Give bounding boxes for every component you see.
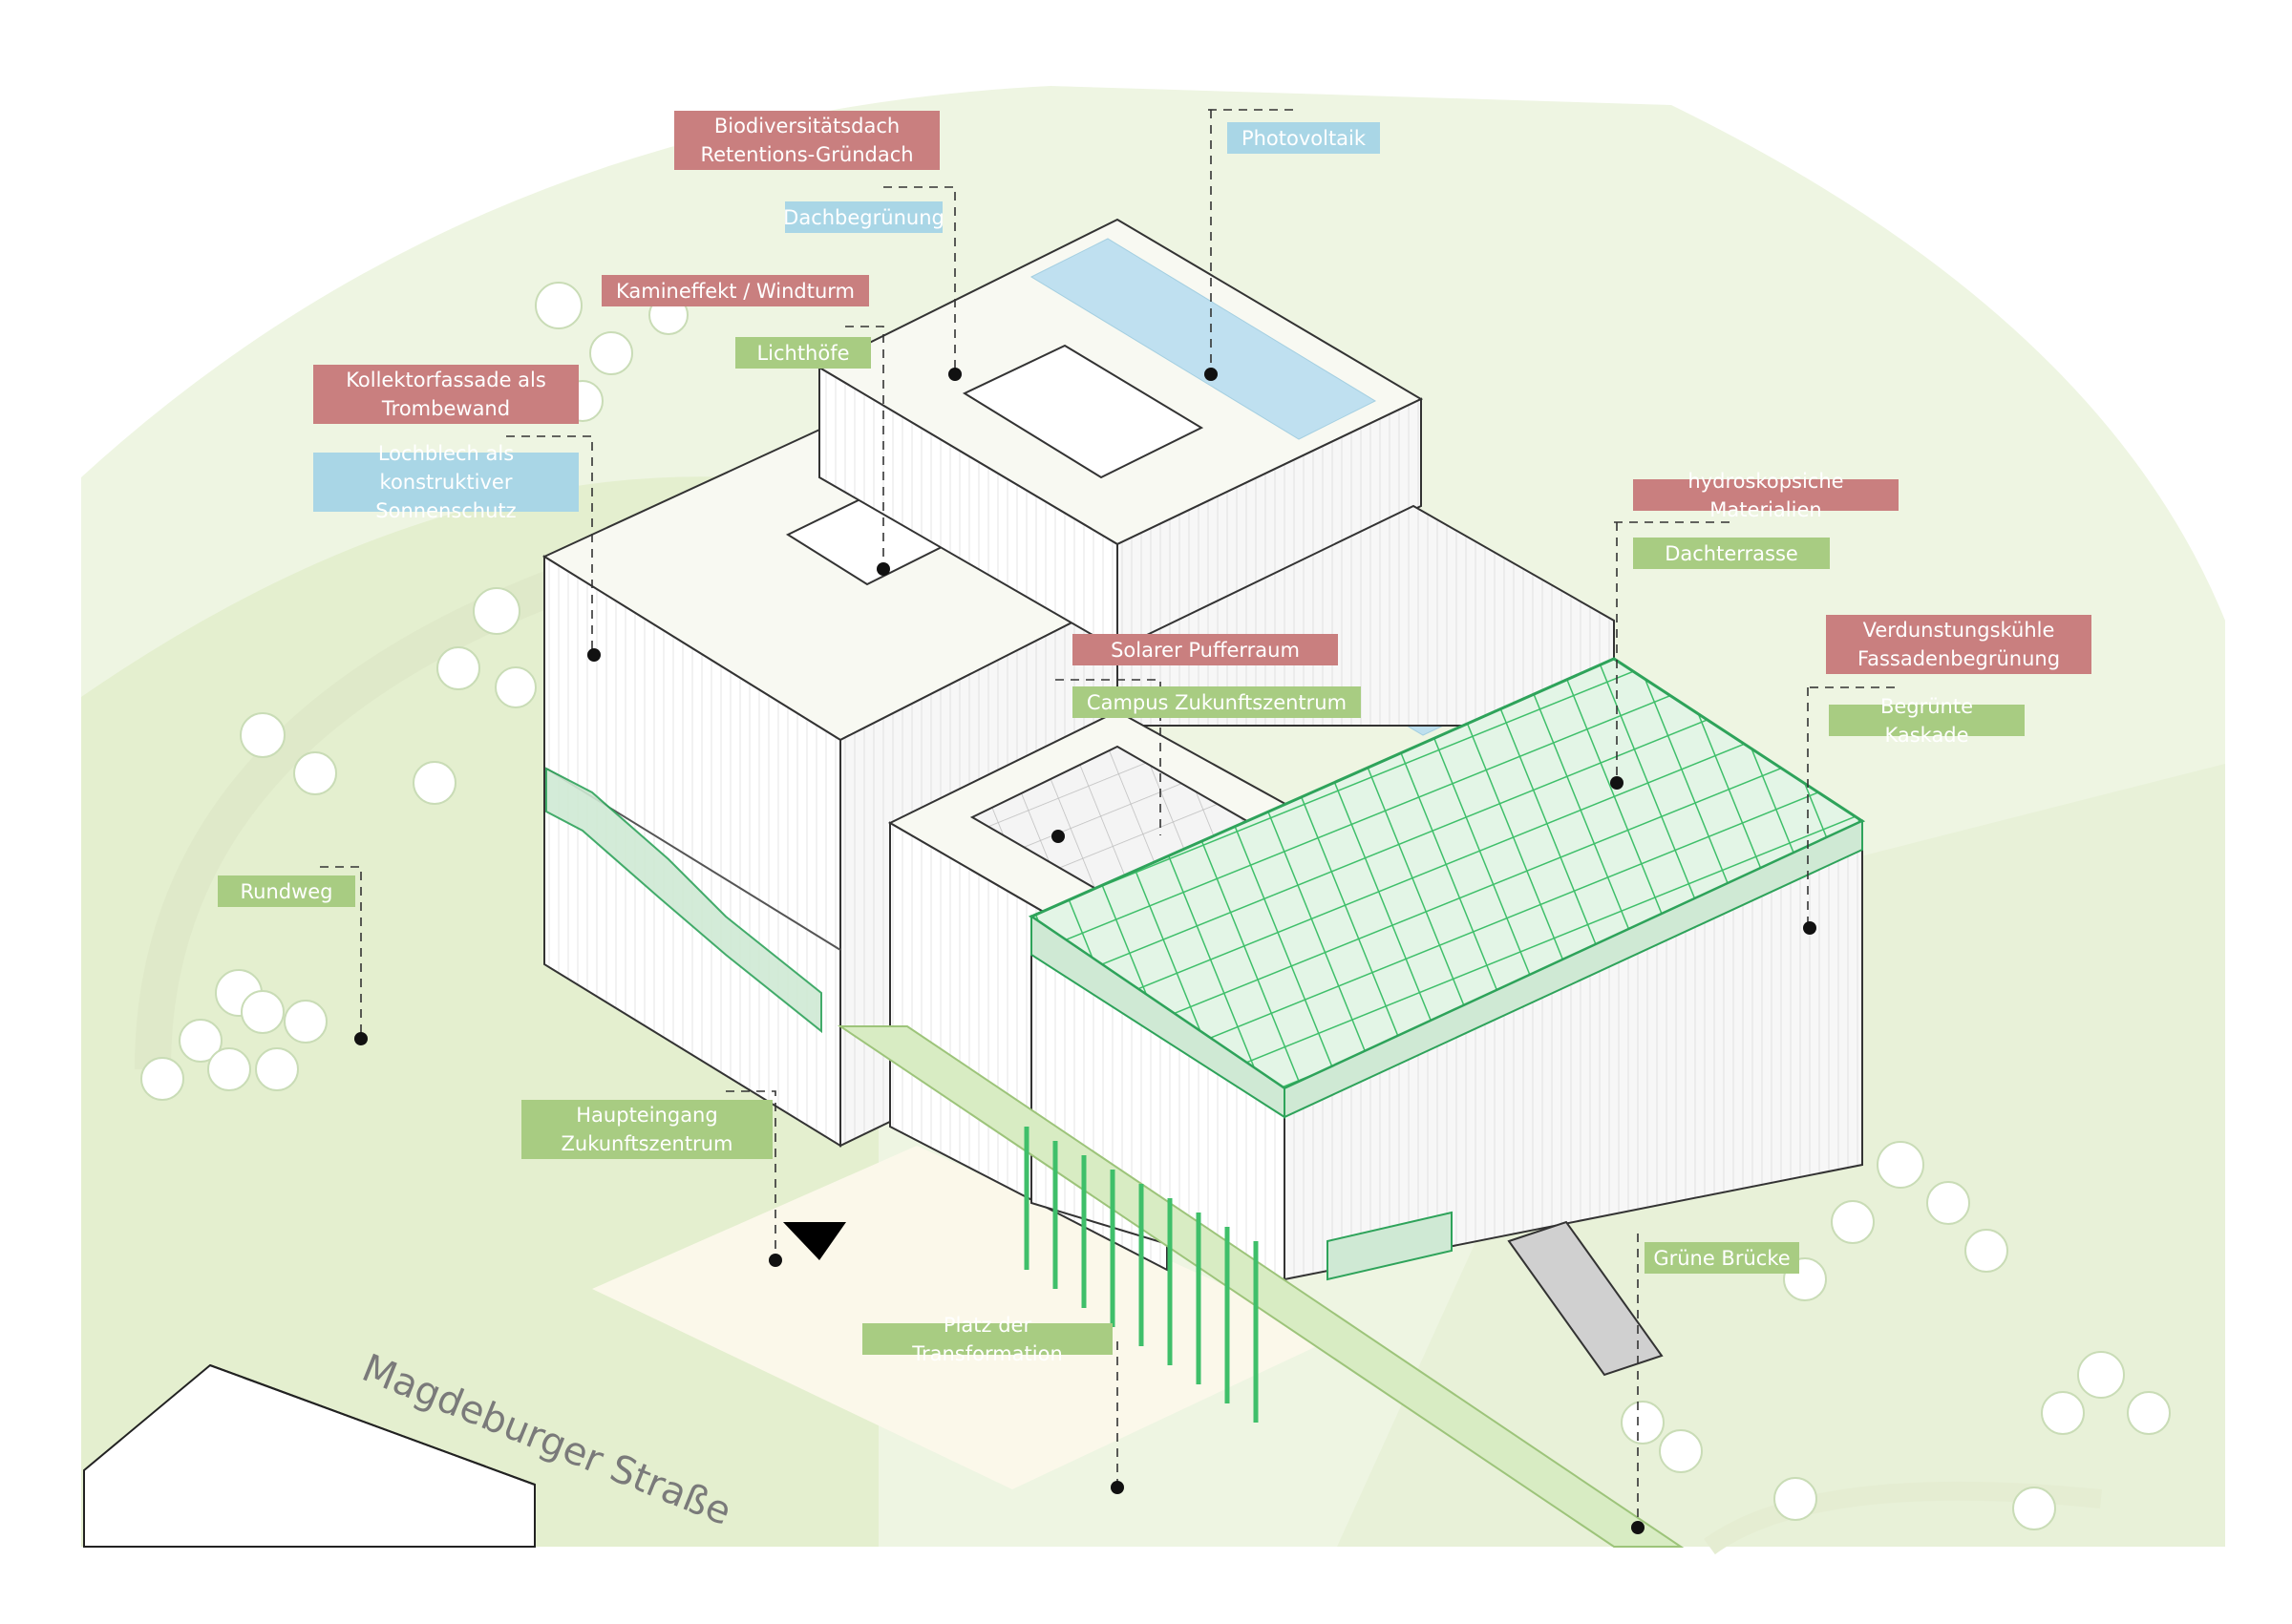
label-main-entrance: Haupteingang Zukunftszentrum (521, 1100, 773, 1159)
label-photovoltaic: Photovoltaik (1227, 122, 1380, 154)
label-hygroscopic-materials: hydroskopsiche Materialien (1633, 470, 1899, 521)
label-collector-facade: Kollektorfassade als Trombewand (313, 365, 579, 424)
label-roof-terrace: Dachterrasse (1633, 538, 1830, 569)
leader-lines (320, 109, 1900, 1525)
label-evaporative-greening: Verdunstungskühle Fassadenbegrünung (1826, 615, 2091, 674)
label-solar-buffer: Solarer Pufferraum (1072, 634, 1338, 665)
label-green-bridge: Grüne Brücke (1645, 1242, 1799, 1274)
label-circular-path: Rundweg (218, 875, 355, 907)
label-chimney-effect: Kamineffekt / Windturm (602, 275, 869, 306)
label-green-roof: Dachbegrünung (783, 201, 944, 233)
street-block (83, 1363, 536, 1548)
green-bridge (837, 1025, 1685, 1548)
label-transformation-square: Platz der Transformation (862, 1314, 1113, 1365)
leader-dots (354, 368, 1816, 1534)
label-biodiversity-roof: Biodiversitätsdach Retentions-Gründach (674, 111, 940, 170)
tower-b (817, 218, 1424, 651)
trellis-roof (1028, 657, 1866, 1119)
pilotis (1024, 1127, 1259, 1423)
trees (140, 282, 2171, 1530)
label-perforated-sheet: Lochblech als konstruktiver Sonnenschutz (313, 442, 579, 522)
entrance-triangle-icon (783, 1222, 846, 1260)
label-green-cascade: Begrünte Kaskade (1829, 695, 2025, 747)
green-facade-band (545, 767, 1453, 1281)
label-light-courts: Lichthöfe (735, 337, 871, 369)
stair (1507, 1220, 1664, 1377)
label-campus: Campus Zukunftszentrum (1072, 686, 1361, 718)
